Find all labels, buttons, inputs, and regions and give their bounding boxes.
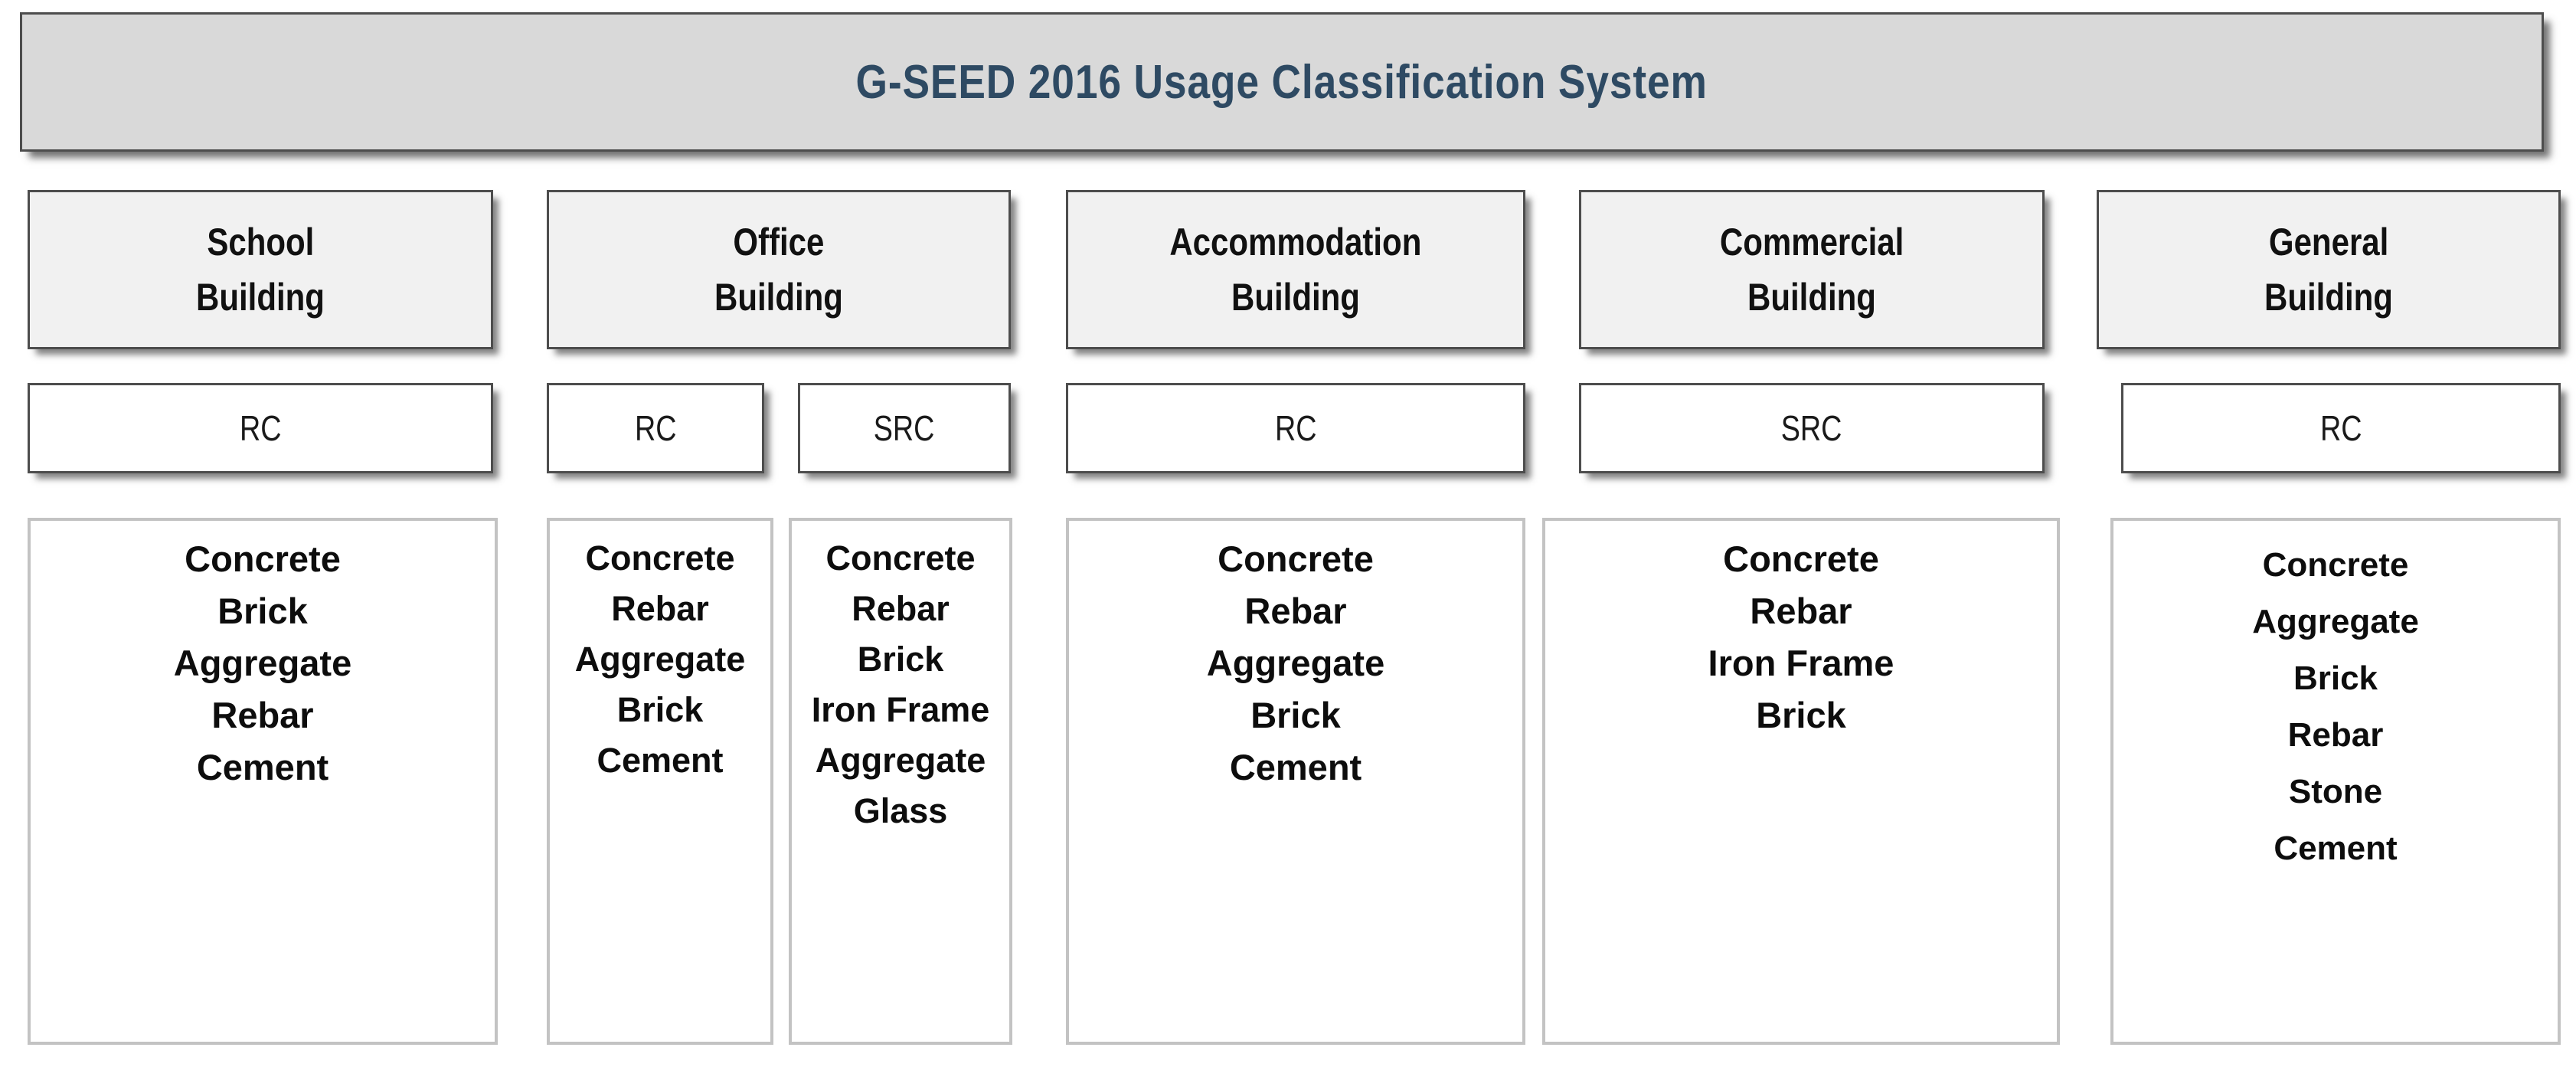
material-item: Stone: [2288, 773, 2383, 810]
material-item: Aggregate: [815, 741, 986, 780]
usage-label-line1: School: [206, 220, 315, 263]
material-item: Iron Frame: [1708, 643, 1894, 683]
material-item: Cement: [597, 741, 724, 780]
material-box-general-rc: Concrete Aggregate Brick Rebar Stone Cem…: [2110, 518, 2561, 1045]
usage-label-line2: Building: [2264, 276, 2393, 319]
material-item: Aggregate: [574, 640, 746, 679]
usage-label-line2: Building: [196, 276, 325, 319]
material-item: Concrete: [585, 538, 735, 578]
material-box-school-rc: Concrete Brick Aggregate Rebar Cement: [28, 518, 498, 1045]
material-item: Aggregate: [173, 643, 352, 683]
material-item: Rebar: [1244, 591, 1347, 631]
usage-box-office[interactable]: Office Building: [547, 190, 1011, 349]
usage-label-line2: Building: [1231, 276, 1360, 319]
material-item: Brick: [857, 640, 944, 679]
usage-box-accommodation[interactable]: Accommodation Building: [1066, 190, 1525, 349]
structure-label: RC: [634, 408, 677, 448]
material-box-office-src: Concrete Rebar Brick Iron Frame Aggregat…: [789, 518, 1012, 1045]
material-item: Glass: [853, 791, 948, 830]
structure-box-accommodation-rc[interactable]: RC: [1066, 383, 1525, 473]
usage-box-general[interactable]: General Building: [2097, 190, 2561, 349]
structure-label: SRC: [874, 408, 935, 448]
material-item: Rebar: [1750, 591, 1852, 631]
material-item: Brick: [217, 591, 308, 631]
material-item: Cement: [2274, 830, 2398, 867]
structure-box-commercial-src[interactable]: SRC: [1579, 383, 2045, 473]
structure-label: RC: [1274, 408, 1317, 448]
material-item: Concrete: [1218, 538, 1374, 579]
structure-box-office-rc[interactable]: RC: [547, 383, 764, 473]
material-item: Brick: [616, 690, 704, 729]
usage-box-school[interactable]: School Building: [28, 190, 493, 349]
material-item: Cement: [196, 747, 329, 787]
diagram-title-banner: G-SEED 2016 Usage Classification System: [20, 12, 2544, 152]
usage-label-line2: Building: [1747, 276, 1876, 319]
material-item: Brick: [2293, 660, 2378, 697]
structure-box-office-src[interactable]: SRC: [798, 383, 1011, 473]
material-item: Rebar: [611, 589, 709, 628]
structure-label: RC: [2319, 408, 2362, 448]
material-item: Aggregate: [2252, 603, 2419, 640]
material-item: Rebar: [2287, 716, 2384, 754]
usage-label-line1: Accommodation: [1169, 220, 1422, 263]
structure-label: SRC: [1781, 408, 1842, 448]
material-item: Brick: [1250, 695, 1341, 735]
usage-label-line2: Building: [714, 276, 843, 319]
material-item: Rebar: [852, 589, 950, 628]
material-item: Concrete: [825, 538, 976, 578]
material-box-accommodation-rc: Concrete Rebar Aggregate Brick Cement: [1066, 518, 1525, 1045]
material-item: Brick: [1756, 695, 1846, 735]
material-item: Iron Frame: [811, 690, 990, 729]
material-item: Cement: [1229, 747, 1362, 787]
material-item: Concrete: [185, 538, 341, 579]
structure-label: RC: [239, 408, 282, 448]
page-title: G-SEED 2016 Usage Classification System: [855, 55, 1708, 109]
structure-box-general-rc[interactable]: RC: [2121, 383, 2561, 473]
usage-label-line1: Commercial: [1719, 220, 1904, 263]
material-item: Concrete: [1723, 538, 1879, 579]
material-item: Aggregate: [1206, 643, 1385, 683]
structure-box-school-rc[interactable]: RC: [28, 383, 493, 473]
usage-label-line1: Office: [733, 220, 825, 263]
material-box-commercial-src: Concrete Rebar Iron Frame Brick: [1542, 518, 2060, 1045]
usage-label-line1: General: [2268, 220, 2389, 263]
material-item: Concrete: [2262, 546, 2409, 584]
material-item: Rebar: [211, 695, 314, 735]
usage-box-commercial[interactable]: Commercial Building: [1579, 190, 2045, 349]
material-box-office-rc: Concrete Rebar Aggregate Brick Cement: [547, 518, 773, 1045]
